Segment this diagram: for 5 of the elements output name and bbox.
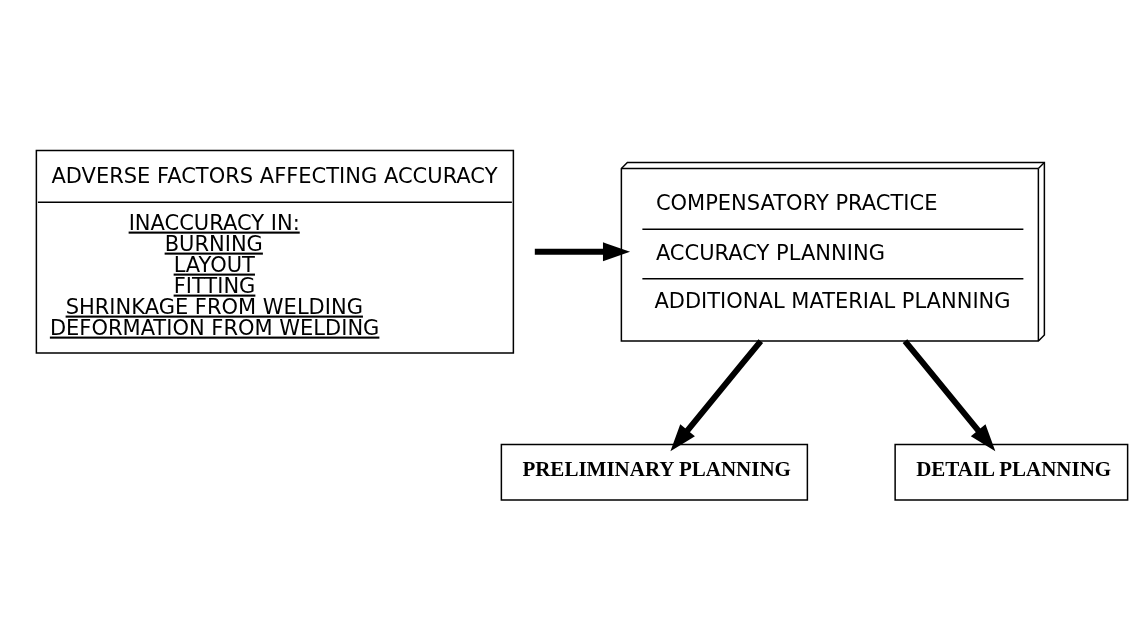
node-box: DETAIL PLANNING	[894, 443, 1129, 501]
arrow	[670, 339, 764, 452]
arrow	[534, 242, 631, 262]
arrow	[902, 339, 996, 452]
node-box: PRELIMINARY PLANNING	[500, 443, 809, 501]
